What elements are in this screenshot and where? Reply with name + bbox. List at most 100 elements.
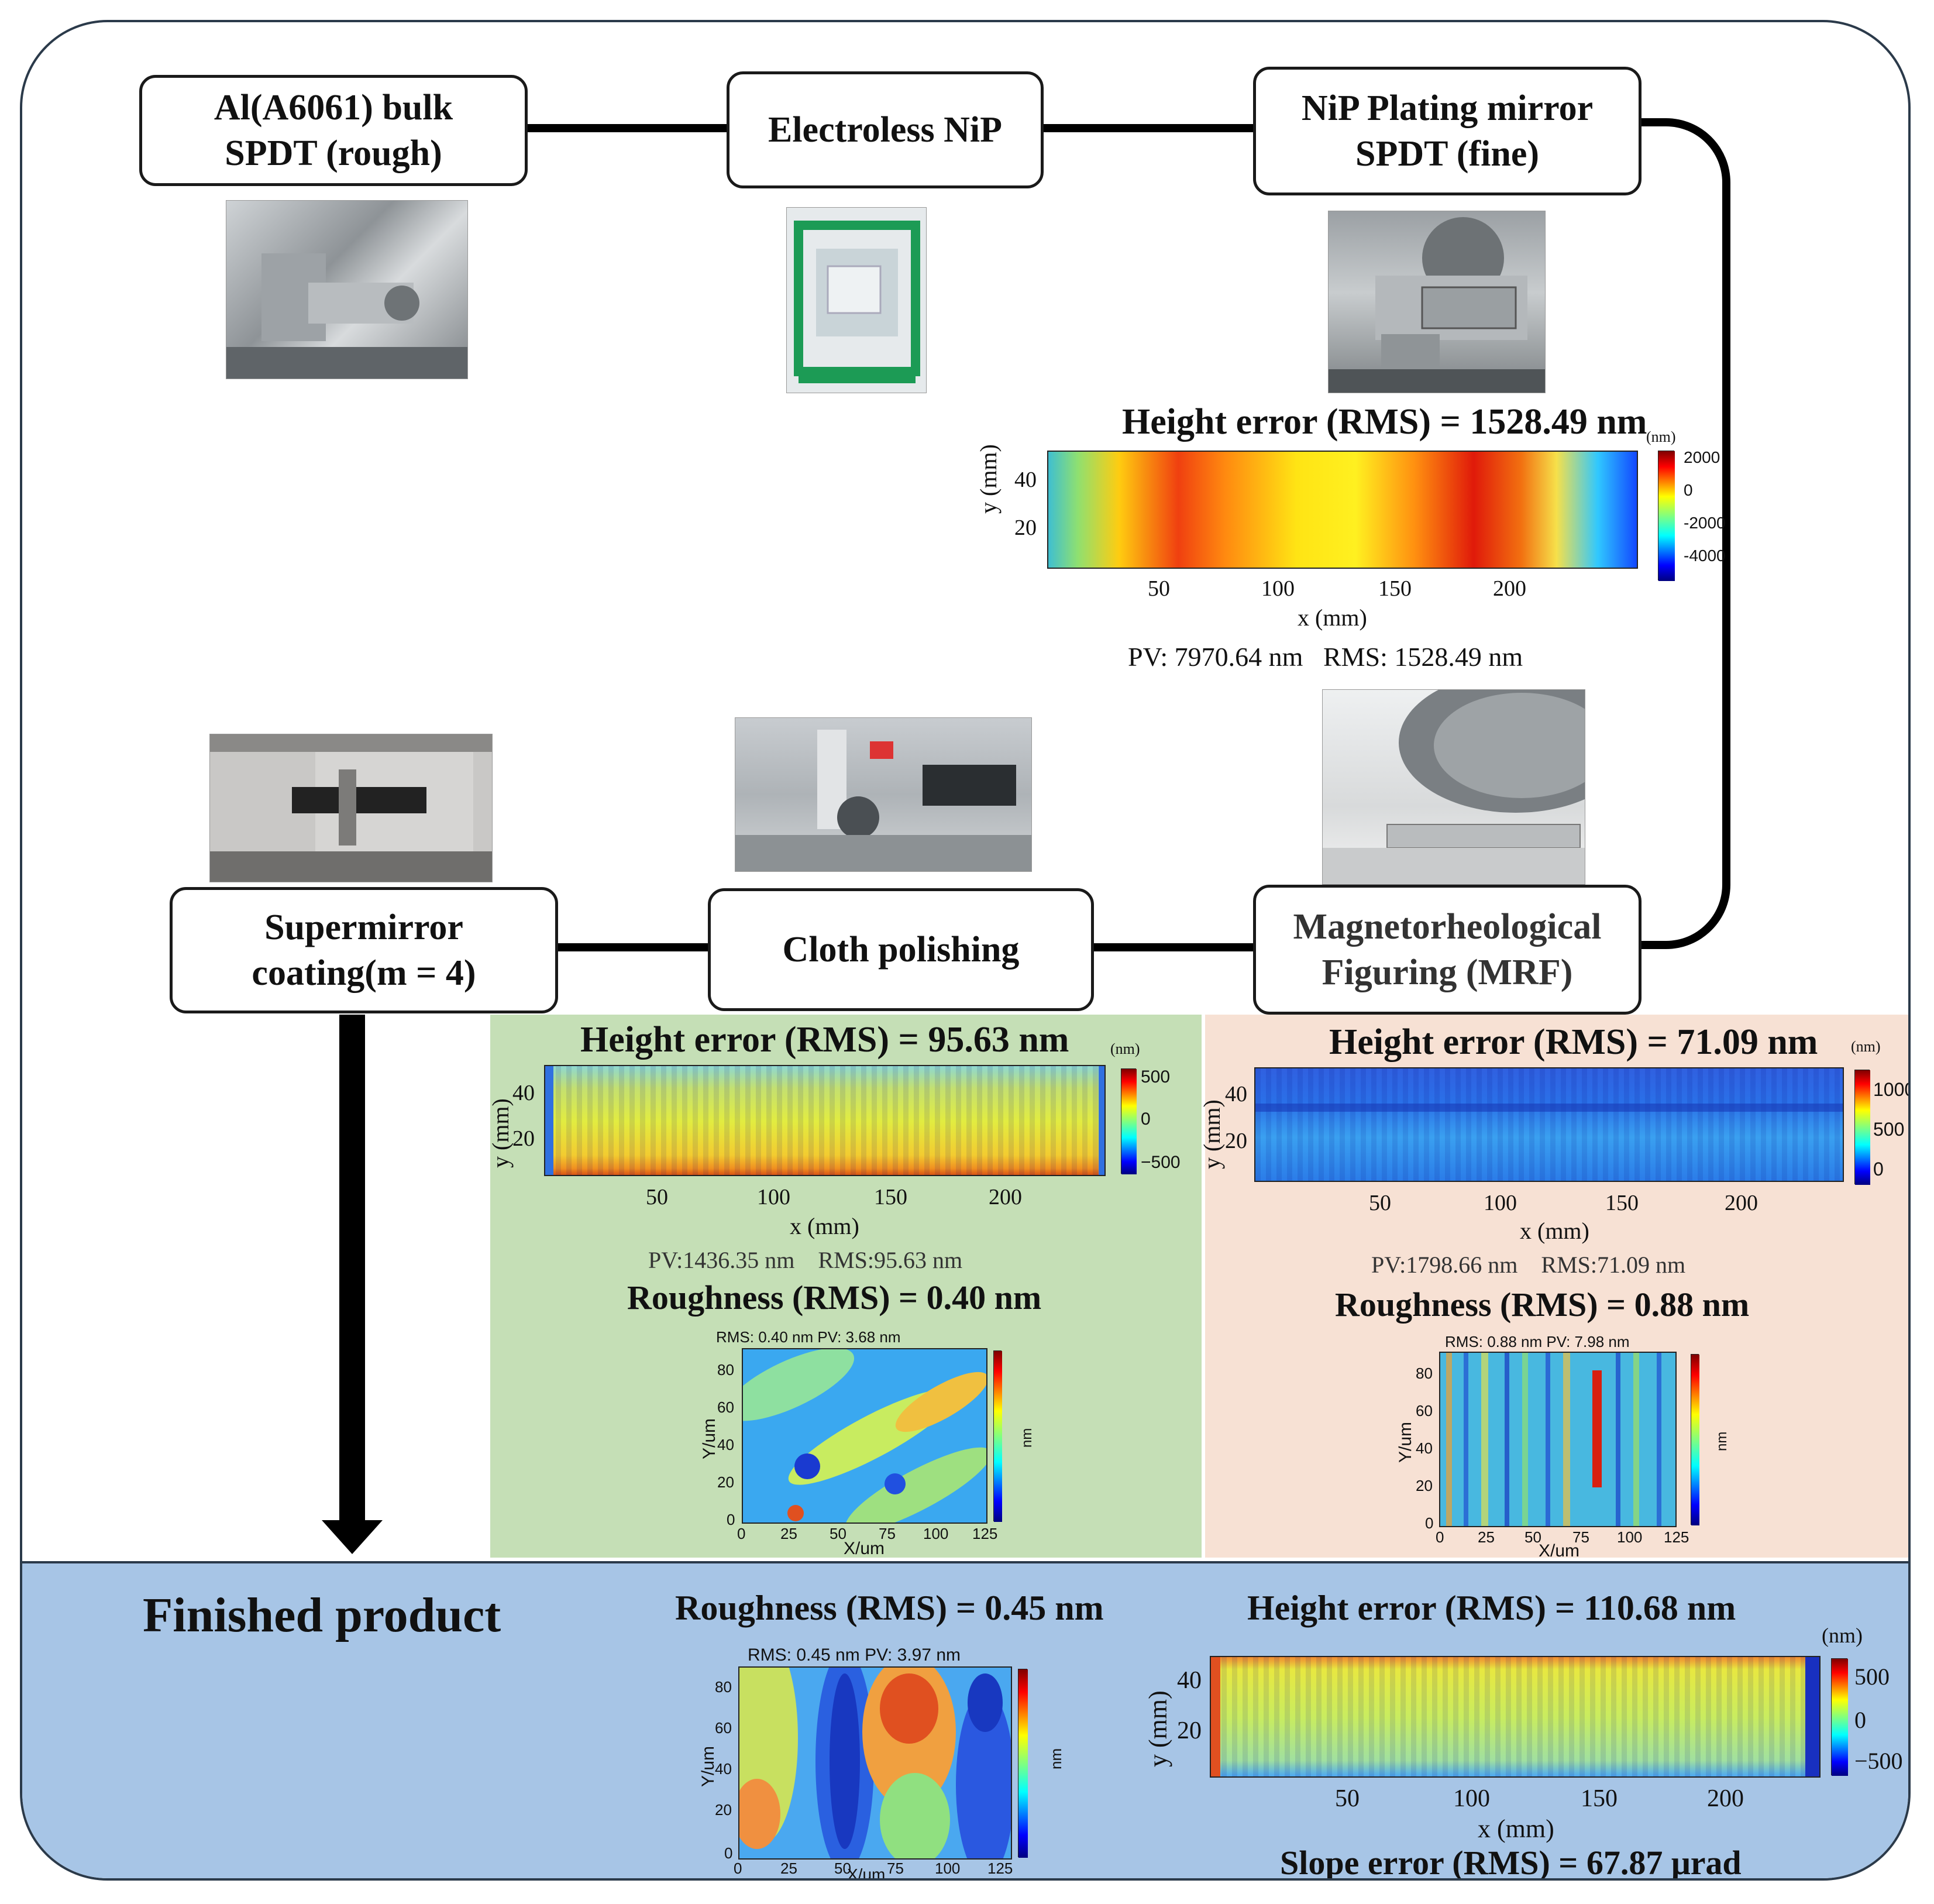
- mrf-machine-photo: [1322, 689, 1585, 885]
- finished-rough-unit: nm: [1047, 1748, 1065, 1769]
- mrf-rough-header: RMS: 0.88 nm PV: 7.98 nm: [1445, 1333, 1630, 1350]
- cloth-rough-ytick-2: 40: [717, 1436, 734, 1453]
- mrf-ctick-2: 0: [1873, 1159, 1884, 1180]
- step-mrf: Magnetorheological Figuring (MRF): [1253, 885, 1642, 1015]
- mrf-rough-xtick-4: 100: [1617, 1528, 1643, 1546]
- cloth-ytick-1: 20: [512, 1126, 535, 1151]
- mrf-ylabel: y (mm): [1199, 1099, 1225, 1169]
- finished-slope-error: Slope error (RMS) = 67.87 μrad: [1280, 1844, 1742, 1881]
- finished-ylabel: y (mm): [1144, 1690, 1172, 1767]
- mrf-xtick-1: 100: [1484, 1191, 1517, 1215]
- spdt-xlabel: x (mm): [1298, 604, 1367, 631]
- finished-rough-xtick-5: 125: [987, 1860, 1013, 1877]
- step-nip-plating: NiP Plating mirror SPDT (fine): [1253, 67, 1642, 195]
- spdt-colorbar: [1658, 451, 1675, 581]
- finished-height-title: Height error (RMS) = 110.68 nm: [1247, 1589, 1736, 1627]
- mrf-rough-xtick-2: 50: [1525, 1528, 1541, 1546]
- mrf-stats: PV:1798.66 nm RMS:71.09 nm: [1371, 1252, 1686, 1278]
- finished-title: Finished product: [143, 1588, 501, 1642]
- step-mrf-line1: Magnetorheological: [1293, 907, 1602, 947]
- cloth-rough-ytick-1: 60: [717, 1398, 734, 1416]
- mrf-rough-unit: nm: [1714, 1431, 1730, 1451]
- mrf-ctick-0: 1000: [1873, 1079, 1908, 1100]
- spdt-unit-label: (nm): [1646, 428, 1676, 445]
- cloth-rough-xtick-2: 50: [830, 1525, 846, 1542]
- cloth-height-map: [544, 1065, 1106, 1176]
- finished-product-panel: Finished product Roughness (RMS) = 0.45 …: [22, 1561, 1908, 1881]
- cloth-xtick-2: 150: [874, 1185, 907, 1209]
- mrf-xtick-2: 150: [1605, 1191, 1639, 1215]
- finished-rough-ytick-4: 0: [724, 1844, 733, 1862]
- cloth-ctick-2: −500: [1141, 1153, 1181, 1172]
- mrf-rough-ytick-2: 40: [1416, 1439, 1433, 1457]
- step-nip-plating-line2: SPDT (fine): [1355, 134, 1540, 174]
- mrf-height-title: Height error (RMS) = 71.09 nm: [1329, 1022, 1818, 1062]
- finished-rough-xtick-3: 75: [887, 1860, 904, 1877]
- polishing-robot-photo: [735, 717, 1032, 872]
- cloth-rough-xlabel: X/um: [844, 1539, 885, 1558]
- step-supermirror-line2: coating(m = 4): [252, 953, 476, 993]
- mrf-ytick-1: 20: [1225, 1129, 1247, 1153]
- finished-rough-xlabel: X/um: [847, 1865, 886, 1881]
- connector-nip-to-mrf: [1637, 118, 1730, 949]
- mrf-height-map: [1254, 1067, 1844, 1182]
- spdt-ctick-0: 2000: [1684, 448, 1720, 466]
- mrf-ctick-1: 500: [1873, 1119, 1905, 1140]
- finished-rough-ytick-1: 60: [715, 1719, 732, 1737]
- cloth-rough-xtick-0: 0: [737, 1525, 746, 1542]
- connector-cloth-to-supermirror: [552, 943, 728, 951]
- cloth-rough-ytick-4: 0: [727, 1511, 735, 1528]
- mrf-rough-xlabel: X/um: [1539, 1541, 1580, 1561]
- cloth-rough-xtick-3: 75: [879, 1525, 896, 1542]
- mrf-ytick-0: 40: [1225, 1082, 1247, 1106]
- cloth-ctick-0: 500: [1141, 1067, 1171, 1087]
- spdt-ytick-0: 40: [1014, 468, 1037, 492]
- step-electroless: Electroless NiP: [727, 71, 1044, 188]
- finished-rough-ytick-3: 20: [715, 1801, 732, 1819]
- finished-rough-title: Roughness (RMS) = 0.45 nm: [675, 1589, 1104, 1627]
- spdt-xtick-2: 150: [1378, 576, 1412, 601]
- mrf-xtick-3: 200: [1725, 1191, 1758, 1215]
- finished-rough-xtick-2: 50: [834, 1860, 851, 1877]
- step-al-bulk-line1: Al(A6061) bulk: [214, 88, 453, 128]
- cloth-rough-ytick-3: 20: [717, 1473, 734, 1491]
- mrf-xlabel: x (mm): [1520, 1218, 1589, 1244]
- finished-ctick-0: 500: [1854, 1664, 1890, 1690]
- coated-mirror-photo: [209, 734, 493, 882]
- finished-ytick-0: 40: [1177, 1667, 1202, 1694]
- cloth-rough-unit: nm: [1019, 1428, 1035, 1448]
- finished-colorbar: [1831, 1658, 1848, 1776]
- mrf-rough-ytick-3: 20: [1416, 1477, 1433, 1494]
- step-supermirror: Supermirror coating(m = 4): [170, 887, 558, 1013]
- mrf-rough-map: [1439, 1352, 1677, 1527]
- mrf-rough-colorbar: [1691, 1354, 1699, 1525]
- finished-unit-label: (nm): [1822, 1624, 1863, 1647]
- mrf-rough-xtick-1: 25: [1478, 1528, 1495, 1546]
- mrf-xtick-0: 50: [1369, 1191, 1391, 1215]
- finished-ctick-1: 0: [1854, 1707, 1866, 1733]
- finished-xtick-0: 50: [1335, 1785, 1360, 1812]
- cloth-colorbar: [1121, 1068, 1137, 1174]
- cloth-rough-xtick-5: 125: [972, 1525, 998, 1542]
- finished-rough-xtick-1: 25: [780, 1860, 797, 1877]
- finished-xtick-1: 100: [1453, 1785, 1490, 1812]
- outer-frame: Al(A6061) bulk SPDT (rough) Electroless …: [20, 20, 1911, 1881]
- cloth-rough-xtick-1: 25: [780, 1525, 797, 1542]
- finished-rough-colorbar: [1018, 1669, 1028, 1858]
- cloth-rough-xtick-4: 100: [923, 1525, 949, 1542]
- spdt-ctick-1: 0: [1684, 481, 1693, 499]
- cloth-xtick-1: 100: [757, 1185, 790, 1209]
- step-cloth-polishing: Cloth polishing: [708, 888, 1094, 1011]
- mrf-rough-ylabel: Y/um: [1396, 1421, 1415, 1463]
- step-nip-plating-line1: NiP Plating mirror: [1301, 88, 1594, 128]
- connector-al-to-electroless: [525, 124, 748, 132]
- cloth-rough-ytick-0: 80: [717, 1361, 734, 1379]
- spdt-ctick-3: -4000: [1684, 547, 1726, 565]
- finished-rough-map: [738, 1666, 1012, 1860]
- mrf-result-panel: Height error (RMS) = 71.09 nm (nm) 1000 …: [1199, 1015, 1908, 1561]
- spdt-xtick-0: 50: [1148, 576, 1170, 601]
- cloth-rough-colorbar: [993, 1350, 1002, 1522]
- cloth-xtick-0: 50: [646, 1185, 668, 1209]
- connector-electroless-to-nip: [1040, 124, 1286, 132]
- step-cloth-polishing-label: Cloth polishing: [782, 930, 1020, 970]
